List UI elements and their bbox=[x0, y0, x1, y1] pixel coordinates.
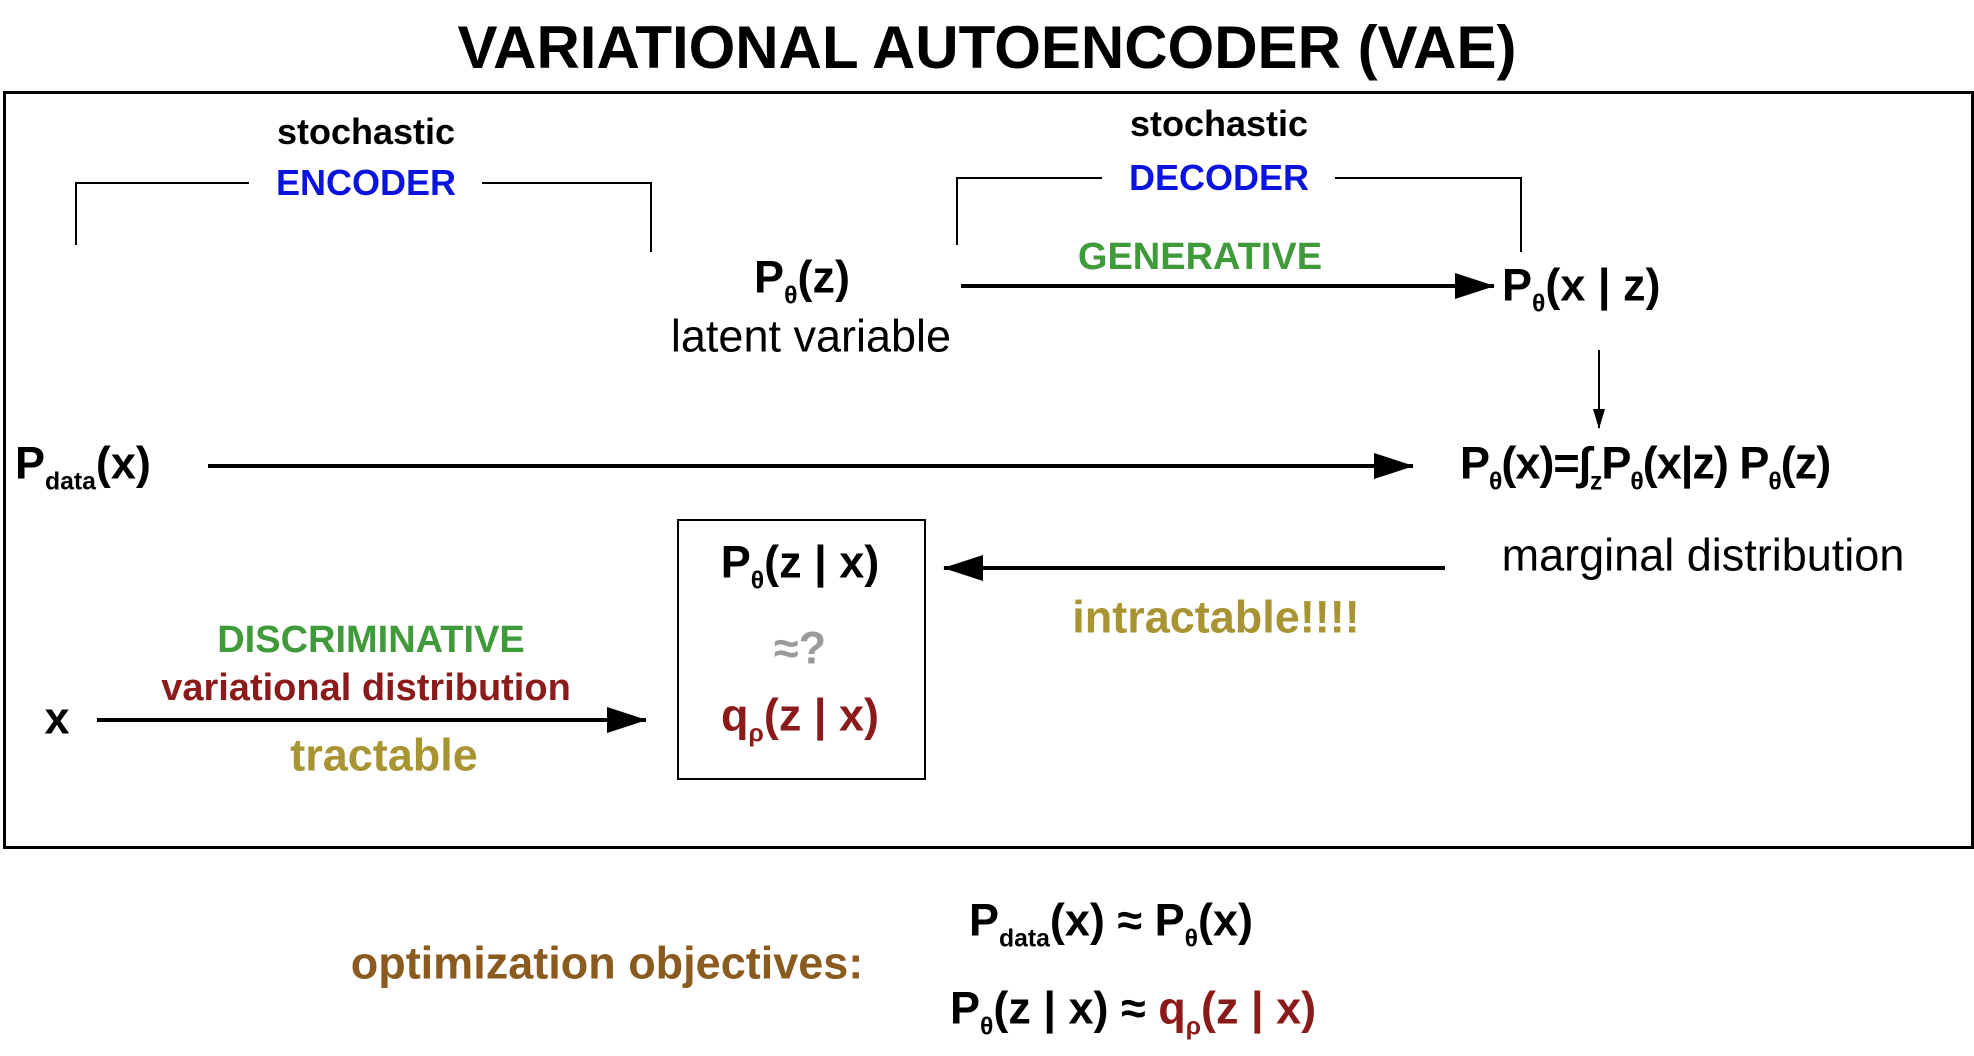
eq2-p1: P bbox=[950, 982, 981, 1034]
prior-p: P bbox=[754, 251, 785, 303]
decoder-qualifier: stochastic bbox=[1129, 103, 1309, 144]
likelihood-arg: (x | z) bbox=[1545, 259, 1661, 311]
likelihood-p: P bbox=[1502, 259, 1533, 311]
encoder-qualifier: stochastic bbox=[276, 111, 456, 152]
data-dist-arg: (x) bbox=[95, 437, 151, 489]
marginal-sub3: θ bbox=[1768, 468, 1781, 496]
eq1-arg1: (x) ≈ bbox=[1049, 894, 1155, 946]
marginal-sub2: θ bbox=[1630, 468, 1643, 496]
eq2-variational: qρ(z | x) bbox=[1158, 982, 1317, 1040]
generative-label: GENERATIVE bbox=[1077, 236, 1323, 278]
marginal-caption: marginal distribution bbox=[1501, 529, 1905, 581]
posterior-formula: Pθ(z | x) bbox=[721, 540, 880, 595]
marginal-arg3: (z) bbox=[1780, 437, 1831, 489]
intractable-label: intractable!!!! bbox=[1072, 591, 1360, 643]
encoder-bracket bbox=[75, 182, 652, 252]
prior-caption: latent variable bbox=[670, 310, 952, 362]
eq2-sub2: ρ bbox=[1185, 1013, 1202, 1041]
variational-distribution-label: variational distribution bbox=[161, 667, 571, 709]
encoder-label: ENCODER bbox=[275, 162, 457, 203]
diagram-title: VARIATIONAL AUTOENCODER (VAE) bbox=[457, 14, 1517, 81]
variational-q: q bbox=[721, 689, 749, 741]
posterior-arg: (z | x) bbox=[764, 536, 880, 588]
eq1-p2: P bbox=[1154, 894, 1185, 946]
objective-equation-1: Pdata(x) ≈ Pθ(x) bbox=[969, 898, 1253, 953]
objectives-label: optimization objectives: bbox=[350, 937, 864, 989]
prior-formula: Pθ(z) bbox=[754, 255, 850, 310]
variational-arg: (z | x) bbox=[763, 689, 879, 741]
marginal-arg2: (x|z) bbox=[1642, 437, 1740, 489]
eq2-arg2: (z | x) bbox=[1201, 982, 1317, 1034]
marginal-formula: Pθ(x)=∫zPθ(x|z) Pθ(z) bbox=[1460, 437, 1831, 496]
decoder-bracket bbox=[956, 177, 1522, 252]
diagram-frame bbox=[3, 91, 1974, 849]
posterior-p: P bbox=[720, 536, 751, 588]
integral-sub: z bbox=[1590, 468, 1602, 496]
eq2-q: q bbox=[1158, 982, 1186, 1034]
posterior-approximation-box bbox=[677, 519, 926, 780]
decoder-label: DECODER bbox=[1128, 157, 1310, 198]
marginal-sub1: θ bbox=[1489, 468, 1502, 496]
marginal-p1: P bbox=[1460, 437, 1490, 489]
posterior-sub: θ bbox=[750, 567, 765, 595]
prior-sub: θ bbox=[784, 282, 798, 310]
variational-formula: qρ(z | x) bbox=[721, 693, 879, 748]
marginal-arg1: (x)=∫ bbox=[1501, 437, 1591, 489]
input-x: x bbox=[44, 692, 70, 744]
variational-sub: ρ bbox=[748, 720, 764, 748]
data-distribution-formula: Pdata(x) bbox=[15, 441, 151, 496]
likelihood-formula: Pθ(x | z) bbox=[1502, 263, 1661, 318]
marginal-p2: P bbox=[1601, 437, 1631, 489]
data-dist-p: P bbox=[15, 437, 46, 489]
likelihood-sub: θ bbox=[1532, 290, 1546, 318]
eq1-sub1: data bbox=[999, 925, 1050, 953]
eq1-sub2: θ bbox=[1184, 925, 1199, 953]
discriminative-label: DISCRIMINATIVE bbox=[217, 619, 525, 661]
eq2-sub1: θ bbox=[980, 1013, 994, 1041]
prior-arg: (z) bbox=[797, 251, 850, 303]
eq1-p1: P bbox=[969, 894, 1000, 946]
eq2-arg1: (z | x) ≈ bbox=[993, 982, 1159, 1034]
eq1-arg2: (x) bbox=[1198, 894, 1254, 946]
objective-equation-2: Pθ(z | x) ≈ qρ(z | x) bbox=[950, 986, 1316, 1041]
marginal-p3: P bbox=[1739, 437, 1769, 489]
data-dist-sub: data bbox=[45, 468, 96, 496]
approx-symbol: ≈? bbox=[773, 622, 827, 674]
tractable-label: tractable bbox=[290, 729, 478, 781]
